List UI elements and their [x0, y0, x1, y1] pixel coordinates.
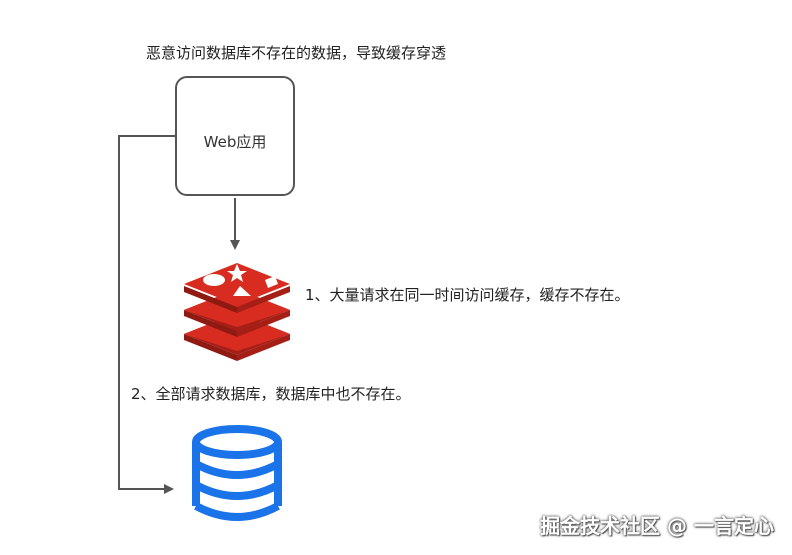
web-application-label: Web应用	[203, 133, 267, 151]
arrow-web-to-database	[118, 135, 175, 494]
diagram-title: 恶意访问数据库不存在的数据，导致缓存穿透	[146, 44, 447, 62]
watermark-text: 掘金技术社区 @ 一言定心	[540, 514, 774, 538]
redis-layer-top	[184, 263, 290, 313]
redis-diamond-mark	[265, 276, 278, 288]
web-application-node: Web应用	[175, 76, 295, 196]
database-icon	[192, 425, 282, 521]
redis-triangle-mark	[233, 286, 251, 296]
redis-star-mark	[227, 264, 247, 282]
step-1-text: 1、大量请求在同一时间访问缓存，缓存不存在。	[305, 286, 630, 304]
step-2-text: 2、全部请求数据库，数据库中也不存在。	[131, 385, 411, 403]
redis-icon	[184, 263, 290, 361]
redis-circle-mark	[203, 274, 225, 286]
